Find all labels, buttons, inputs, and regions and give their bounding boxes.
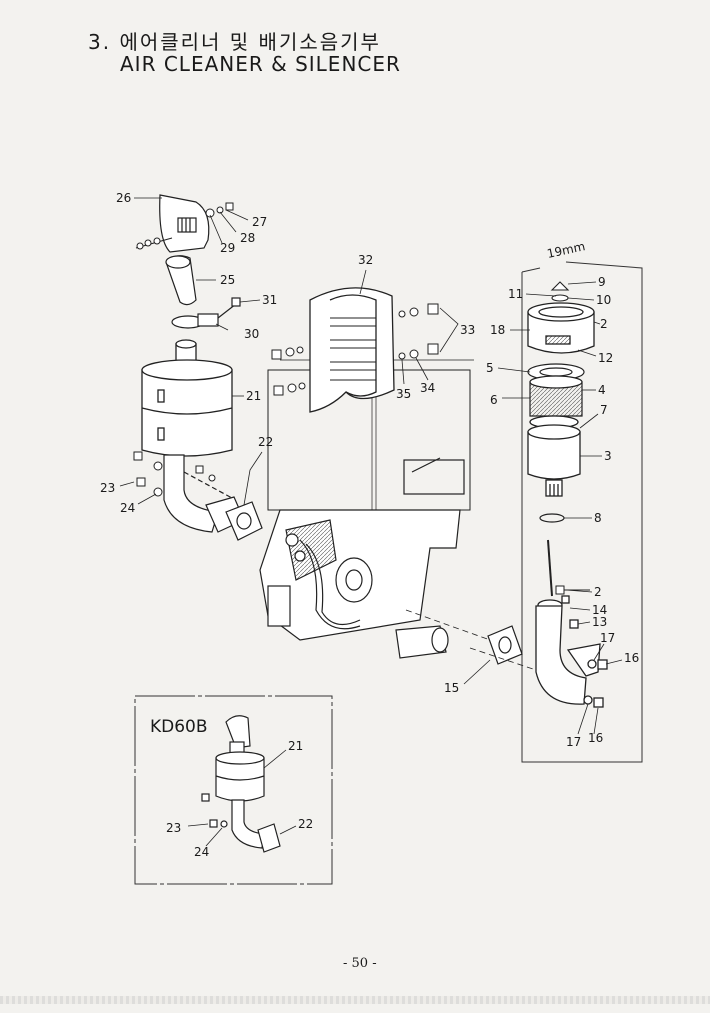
callout-33: 33	[460, 323, 475, 337]
callout-17-lower: 17	[566, 735, 581, 749]
callout-5: 5	[486, 361, 494, 375]
callout-4: 4	[598, 383, 606, 397]
callout-28: 28	[240, 231, 255, 245]
muffler-cover-26	[159, 194, 210, 253]
callout-13: 13	[592, 615, 607, 629]
callout-21: 21	[246, 389, 261, 403]
inset-callout-21: 21	[288, 739, 303, 753]
callout-26: 26	[116, 191, 131, 205]
callout-27: 27	[252, 215, 267, 229]
callout-30: 30	[244, 327, 259, 341]
cover-bolts-27-29	[135, 202, 234, 250]
callout-34: 34	[420, 381, 435, 395]
callout-35: 35	[396, 387, 411, 401]
box-note: 19mm	[546, 239, 587, 261]
scan-artifact-strip	[0, 996, 710, 1004]
callout-3: 3	[604, 449, 612, 463]
leader-lines	[119, 197, 623, 735]
inset-callout-23: 23	[166, 821, 181, 835]
section-title-korean: 3. 에어클리너 및 배기소음기부	[88, 30, 381, 54]
callout-29: 29	[220, 241, 235, 255]
callout-7: 7	[600, 403, 608, 417]
exhaust-elbow-right	[535, 539, 608, 708]
silencer-body-21	[141, 339, 233, 457]
wing-nut-9-11	[550, 281, 570, 302]
air-cleaner-exploded-box	[521, 261, 643, 763]
callout-14: 14	[592, 603, 607, 617]
cleaner-cap-2-18	[527, 302, 595, 354]
inset-callout-24: 24	[194, 845, 209, 859]
pipe-clamp-30	[171, 297, 241, 329]
o-ring-8	[539, 513, 565, 523]
callout-16-lower: 16	[588, 731, 603, 745]
section-title-english: AIR CLEANER & SILENCER	[120, 52, 401, 76]
callout-22: 22	[258, 435, 273, 449]
silencer-bolts-23-24	[133, 451, 216, 497]
callout-12: 12	[598, 351, 613, 365]
cover-bolts-33-35	[271, 303, 439, 396]
inset-callout-22: 22	[298, 817, 313, 831]
air-cleaner-cover-32	[309, 287, 395, 413]
filter-element-4-5	[527, 363, 585, 417]
bolt-2-lower	[555, 585, 590, 595]
callout-18: 18	[490, 323, 505, 337]
callout-17-upper: 17	[600, 631, 615, 645]
page-number: - 50 -	[343, 956, 377, 971]
callout-23: 23	[100, 481, 115, 495]
callout-10: 10	[596, 293, 611, 307]
callout-24: 24	[120, 501, 135, 515]
inset-title: KD60B	[150, 717, 208, 737]
callout-31: 31	[262, 293, 277, 307]
gasket-15	[487, 625, 523, 665]
callout-32: 32	[358, 253, 373, 267]
callout-6: 6	[490, 393, 498, 407]
filter-case-3-7	[527, 415, 581, 497]
callout-25: 25	[220, 273, 235, 287]
tail-pipe-25	[165, 255, 197, 306]
callout-16-upper: 16	[624, 651, 639, 665]
callout-15: 15	[444, 681, 459, 695]
gasket-22-left	[225, 501, 263, 541]
callout-labels: 26 27 28 29 25 31 30 21 22 23 24 32 33 3…	[100, 191, 639, 749]
callout-2-lower: 2	[594, 585, 602, 599]
callout-2-upper: 2	[600, 317, 608, 331]
kd60b-inset: KD60B 21 22 23 24	[134, 695, 333, 885]
callout-9: 9	[598, 275, 606, 289]
engine-block	[259, 359, 474, 659]
callout-8: 8	[594, 511, 602, 525]
callout-11: 11	[508, 287, 523, 301]
